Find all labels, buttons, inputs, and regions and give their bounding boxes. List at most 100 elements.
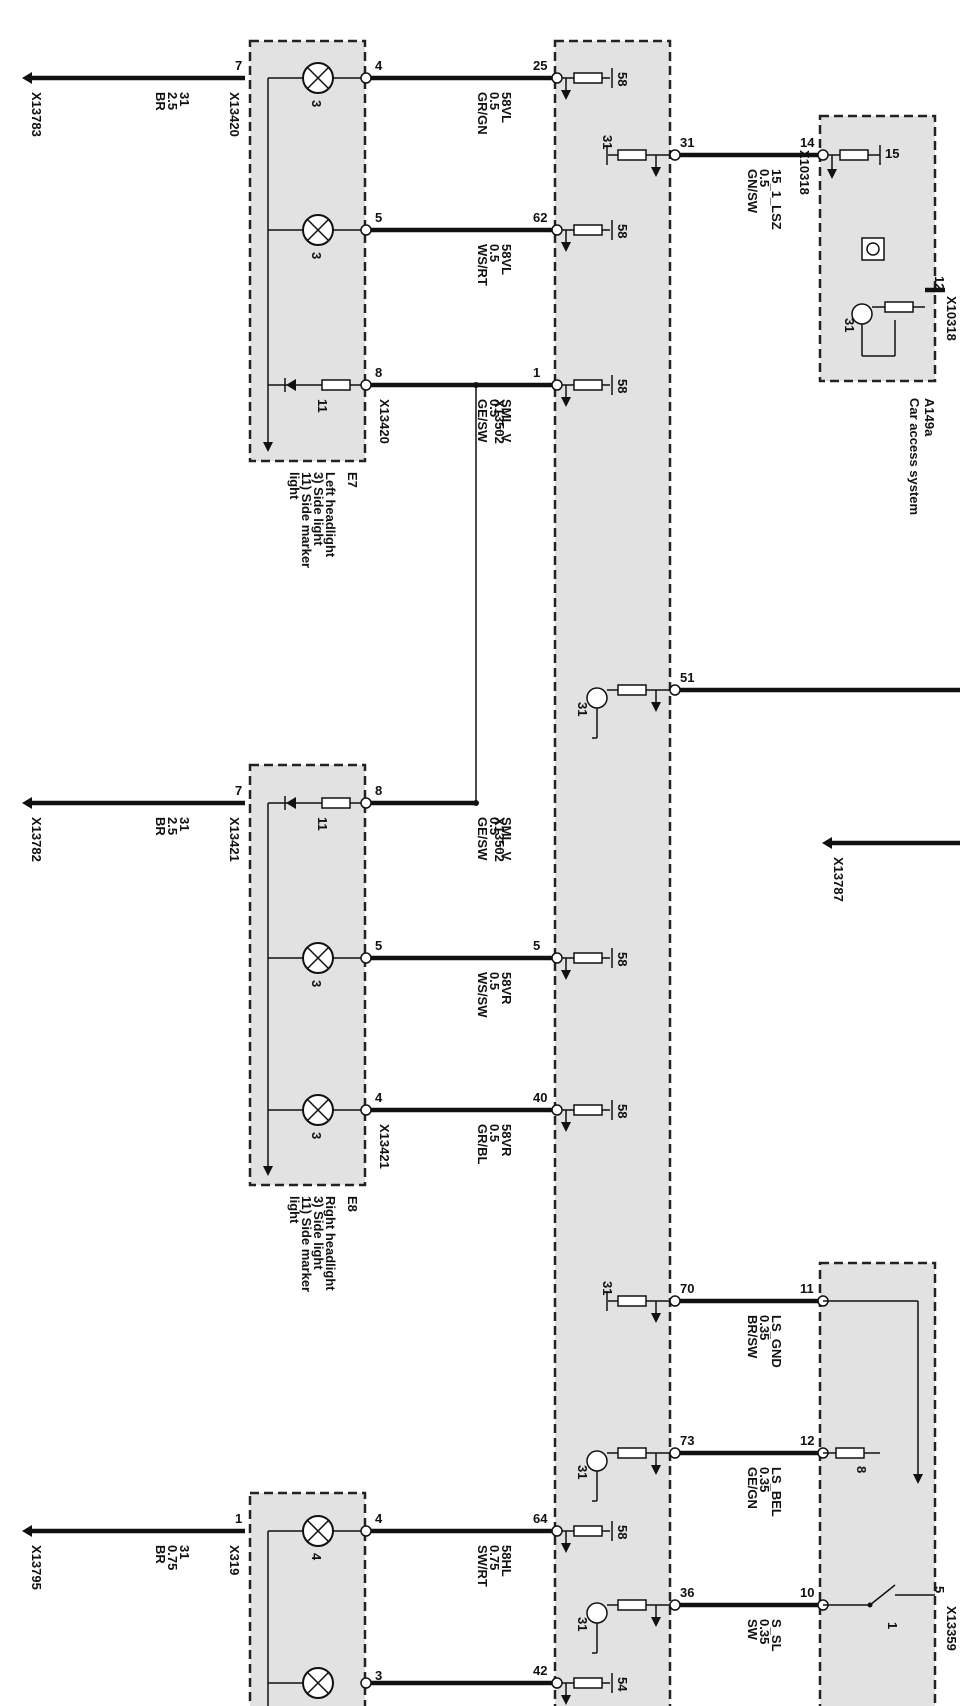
wire-w_e7_4-bulb-number: 3 [309, 100, 324, 107]
x13502-label-1: X13502 [492, 399, 507, 444]
wire-w_e7_4-signal: 58VL [499, 92, 514, 123]
terminal-x13795-label: X13795 [29, 1545, 44, 1590]
a149a-pin-12: 12 [932, 276, 947, 290]
e7-line-3: 11) Side marker [299, 472, 314, 568]
terminal-x13782-wire-3: BR [153, 817, 168, 836]
wire-w_e8_8-color: GE/SW [475, 817, 490, 861]
module-tap-1: 58 [561, 375, 630, 407]
module-tap-5-term: 58 [615, 952, 630, 966]
wire-w_e7_4-color: GR/GN [475, 92, 490, 135]
wire-w_e8_5-right-pin: 5 [533, 938, 540, 953]
a149a-t31: 31 [842, 318, 857, 332]
terminal-x13782-label: X13782 [29, 817, 44, 862]
wire-w_e8_5-bulb-number: 3 [309, 980, 324, 987]
module-tap-62: 58 [561, 220, 630, 252]
wire-w_e7_5-right-connector [551, 224, 563, 236]
module-transistor-51: 31 [575, 684, 670, 739]
module-tap-5: 58 [561, 948, 630, 980]
wire-w_e7_8-signal: SML_V [499, 399, 514, 443]
terminal-x13783-wire-3: BR [153, 92, 168, 111]
wire-w_e8_8-signal: SML_V [499, 817, 514, 861]
wire-51: 51 [669, 670, 960, 696]
e8-line-2: 3) Side light [311, 1196, 326, 1270]
e7-line-4: light [287, 472, 302, 500]
wire-w36-color: SW [745, 1619, 760, 1641]
keyhole-icon-ring [866, 242, 880, 256]
terminal-x13787: X13787 [822, 837, 960, 902]
keyhole-icon [861, 237, 885, 261]
wire-w_e8_4-color: GR/BL [475, 1124, 490, 1165]
wire-w_e8_8-left-pin: 8 [375, 783, 382, 798]
wire-w36-signal: S_SL [769, 1619, 784, 1652]
wire-w_e7_4-gauge: 0.5 [487, 92, 502, 110]
wire-w_x319_4-left-connector [360, 1525, 372, 1537]
wire-w_e8_5-gauge: 0.5 [487, 972, 502, 990]
wire-w36-gauge: 0.35 [757, 1619, 772, 1644]
wire-w73-right-pin: 12 [800, 1433, 814, 1448]
wire-w_e7_5-gauge: 0.5 [487, 244, 502, 262]
wire-w_e7_5-signal: 58VL [499, 244, 514, 275]
e7-left-headlight-box [248, 39, 367, 463]
e7-line-1: Left headlight [323, 472, 338, 558]
terminal-x13795: X13795 31 0.75 BR [22, 1525, 245, 1590]
module-ground-70-term: 31 [600, 1281, 615, 1295]
module-transistor-36-term: 31 [575, 1617, 590, 1631]
e7-ground-pin: 7 [235, 58, 242, 73]
wire-w_x319_4-gauge: 0.75 [487, 1545, 502, 1570]
wire-w73-signal: LS_BEL [769, 1467, 784, 1517]
wire-w73-color: GE/GN [745, 1467, 760, 1509]
wire-w73-left-pin: 73 [680, 1433, 694, 1448]
module-transistor-73: 31 [575, 1447, 670, 1502]
module-tap-40-term: 58 [615, 1104, 630, 1118]
terminal-x13795-wire-1: 31 [177, 1545, 192, 1559]
wire-w_x319_4-left-pin: 4 [375, 1511, 383, 1526]
wire-w_e8_5-right-connector [551, 952, 563, 964]
wire-w_e7_5-bulb-number: 3 [309, 252, 324, 259]
wire-w_e7_4-left-pin: 4 [375, 58, 383, 73]
wire-w_e8_5-left-connector [360, 952, 372, 964]
wire-w70-left-pin: 70 [680, 1281, 694, 1296]
x319-label: X319 [227, 1545, 242, 1575]
lower-edge-pin: 5 [932, 1586, 947, 1593]
central-module-box [553, 39, 672, 1706]
wire-w_e8_4-gauge: 0.5 [487, 1124, 502, 1142]
wire-w36-left-pin: 36 [680, 1585, 694, 1600]
wire-42: 42 [268, 1663, 563, 1699]
e7-description: E7 Left headlight 3) Side light 11) Side… [287, 472, 360, 568]
terminal-x13782-wire-2: 2.5 [165, 817, 180, 835]
wire-w_e8_4-left-pin: 4 [375, 1090, 383, 1105]
terminal-x13783-label: X13783 [29, 92, 44, 137]
terminal-x13795-wire-3: BR [153, 1545, 168, 1564]
x10318-label: X10318 [797, 150, 812, 195]
wire-w_e7_5-left-connector [360, 224, 372, 236]
e7-code: E7 [345, 472, 360, 488]
wire-w70-color: BR/SW [745, 1315, 760, 1359]
module-ground-31-term: 31 [600, 135, 615, 149]
wire-w_e7_5-color: WS/RT [475, 244, 490, 286]
pin-51-label: 51 [680, 670, 694, 685]
module-tap-64-term: 58 [615, 1525, 630, 1539]
terminal-x13783-wire-2: 2.5 [165, 92, 180, 110]
terminal-x13783-wire-1: 31 [177, 92, 192, 106]
wire-w_e8_5-signal: 58VR [499, 972, 514, 1005]
terminal-x13795-wire-2: 0.75 [165, 1545, 180, 1570]
module-tap-42-term: 54 [615, 1677, 630, 1692]
module-tap-42: 54 [561, 1673, 630, 1705]
wire-w_e7_4-right-pin: 25 [533, 58, 547, 73]
wire-w_e8_8-resistor [321, 797, 351, 809]
wire-w_e8_8-left-connector [360, 797, 372, 809]
wire-w_x319_4-right-pin: 64 [533, 1511, 548, 1526]
side-marker-led-icon [286, 379, 296, 391]
module-transistor-51-term: 31 [575, 702, 590, 716]
cas-wire-label-2: 0.5 [757, 169, 772, 187]
x13420-label-bottom: X13420 [377, 399, 392, 444]
cas-right-pin: 14 [800, 135, 815, 150]
wire-w70-gauge: 0.35 [757, 1315, 772, 1340]
wire-w_e7_8-left-pin: 8 [375, 365, 382, 380]
wire-w_e8_4-signal: 58VR [499, 1124, 514, 1157]
wire-w73-gauge: 0.35 [757, 1467, 772, 1492]
